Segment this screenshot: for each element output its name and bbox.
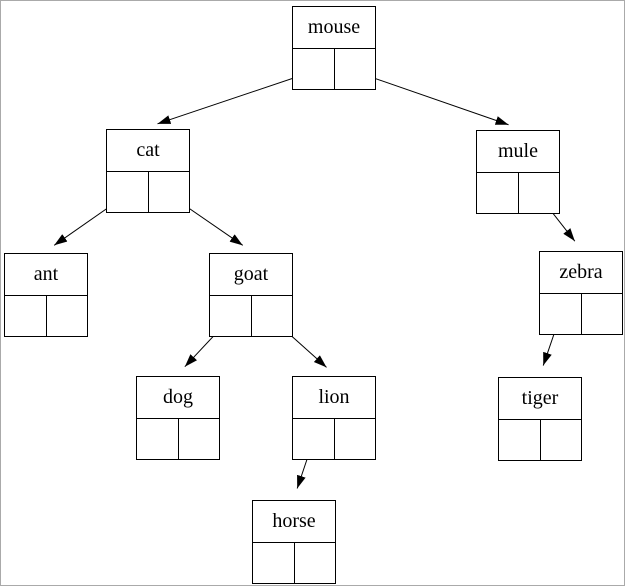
- node-label: tiger: [499, 378, 581, 420]
- node-pointer-cells: [137, 419, 219, 459]
- left-pointer-cell: [253, 543, 294, 583]
- node-label: goat: [210, 254, 292, 296]
- tree-node-ant: ant: [4, 253, 88, 337]
- node-label: dog: [137, 377, 219, 419]
- tree-node-mouse: mouse: [292, 6, 376, 90]
- tree-node-cat: cat: [106, 129, 190, 213]
- tree-node-lion: lion: [292, 376, 376, 460]
- left-pointer-cell: [477, 173, 518, 213]
- node-pointer-cells: [253, 543, 335, 583]
- right-pointer-cell: [45, 296, 88, 336]
- left-pointer-cell: [499, 420, 540, 460]
- edge-mouse-cat: [157, 71, 314, 125]
- left-pointer-cell: [540, 294, 581, 334]
- node-label: lion: [293, 377, 375, 419]
- node-label: mouse: [293, 7, 375, 49]
- node-label: zebra: [540, 252, 622, 294]
- right-pointer-cell: [539, 420, 582, 460]
- right-pointer-cell: [293, 543, 336, 583]
- node-pointer-cells: [293, 419, 375, 459]
- left-pointer-cell: [293, 419, 334, 459]
- edge-mouse-mule: [354, 71, 509, 126]
- left-pointer-cell: [5, 296, 46, 336]
- right-pointer-cell: [517, 173, 560, 213]
- node-pointer-cells: [499, 420, 581, 460]
- right-pointer-cell: [333, 419, 376, 459]
- node-pointer-cells: [540, 294, 622, 334]
- tree-node-dog: dog: [136, 376, 220, 460]
- right-pointer-cell: [177, 419, 220, 459]
- left-pointer-cell: [293, 49, 334, 89]
- node-pointer-cells: [210, 296, 292, 336]
- node-pointer-cells: [5, 296, 87, 336]
- right-pointer-cell: [580, 294, 623, 334]
- node-pointer-cells: [107, 172, 189, 212]
- tree-node-mule: mule: [476, 130, 560, 214]
- left-pointer-cell: [107, 172, 148, 212]
- node-pointer-cells: [477, 173, 559, 213]
- right-pointer-cell: [333, 49, 376, 89]
- left-pointer-cell: [137, 419, 178, 459]
- right-pointer-cell: [250, 296, 293, 336]
- node-label: ant: [5, 254, 87, 296]
- tree-node-horse: horse: [252, 500, 336, 584]
- left-pointer-cell: [210, 296, 251, 336]
- tree-node-tiger: tiger: [498, 377, 582, 461]
- node-label: mule: [477, 131, 559, 173]
- tree-node-zebra: zebra: [539, 251, 623, 335]
- node-label: horse: [253, 501, 335, 543]
- tree-node-goat: goat: [209, 253, 293, 337]
- node-pointer-cells: [293, 49, 375, 89]
- right-pointer-cell: [147, 172, 190, 212]
- node-label: cat: [107, 130, 189, 172]
